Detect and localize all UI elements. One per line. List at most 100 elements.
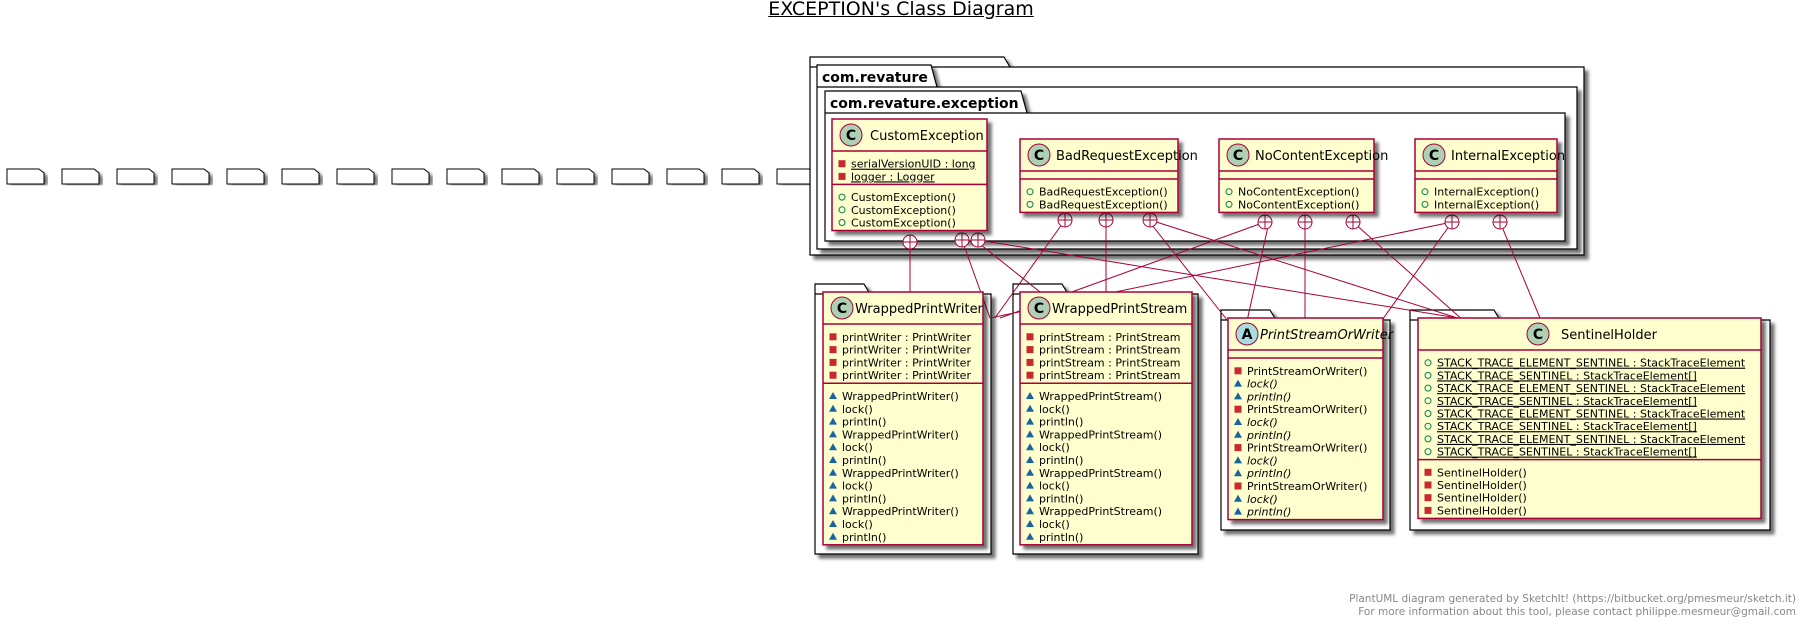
class-icon [1027,143,1051,167]
empty-package-tab [61,168,100,185]
package-private-icon [1234,418,1242,425]
class-method: lock() [1247,493,1278,506]
class-method: println() [1246,390,1291,403]
class-method: WrappedPrintWriter() [842,428,959,441]
package-private-icon [1026,494,1034,502]
package-private-icon [1234,379,1242,387]
class-badge-letter: C [1429,148,1439,164]
public-icon [1026,200,1034,208]
class-method: lock() [1247,416,1278,429]
class-field: printStream : PrintStream [1039,356,1180,369]
nesting-link [961,239,991,319]
class-method: println() [842,454,886,467]
package-private-icon [1026,532,1034,540]
nesting-marker [1492,214,1508,230]
class-box [1019,291,1193,546]
class-method: PrintStreamOrWriter() [1247,442,1367,455]
package-com-revature-label: com.revature [822,70,928,86]
class-field: printStream : PrintStream [1039,369,1180,382]
class-field: logger : Logger [851,170,935,183]
class-method: InternalException() [1434,198,1539,211]
private-icon [1424,494,1432,502]
footer: PlantUML diagram generated by SketchIt! … [1349,593,1796,619]
nesting-marker [970,232,986,248]
class-method: println() [1039,492,1083,505]
class-badge-letter: C [837,301,847,317]
nesting-link [994,219,1066,319]
class-method: lock() [842,480,873,493]
private-icon [829,371,837,379]
class-method: PrintStreamOrWriter() [1247,480,1367,493]
nesting-link [977,239,1471,321]
class-badge-letter: C [1233,148,1243,164]
empty-package-tab [556,168,595,185]
class-field: STACK_TRACE_SENTINEL : StackTraceElement… [1437,420,1697,433]
package-private-icon [829,417,837,425]
class-badge-letter: C [1034,301,1044,317]
public-icon [1424,359,1432,367]
class-box [822,291,984,546]
public-icon [1026,188,1034,196]
package-private-icon [1234,507,1242,515]
empty-package-tab [611,168,650,185]
class-method: lock() [1039,441,1070,454]
nesting-link [1147,219,1236,331]
nesting-marker [1142,212,1158,228]
package-private-icon [1026,481,1034,489]
class-method: lock() [1247,378,1278,391]
class-method: BadRequestException() [1039,186,1168,199]
class-method: println() [1246,467,1291,480]
class-method: println() [1039,454,1083,467]
class-name: BadRequestException [1056,149,1198,164]
private-icon [1026,333,1034,341]
nesting-marker [1057,212,1073,228]
package-private-icon [1026,430,1034,438]
class-name: SentinelHolder [1561,328,1658,343]
footer-line-1: PlantUML diagram generated by SketchIt! … [1349,593,1796,605]
package-private-icon [1026,404,1034,412]
package-private-icon [829,430,837,438]
class-method: NoContentException() [1238,198,1359,211]
class-field: printWriter : PrintWriter [842,356,971,369]
public-icon [1421,200,1429,208]
nesting-link [1374,221,1453,331]
package-private-icon [1026,507,1034,515]
empty-package-tab [666,168,705,185]
footer-line-2: For more information about this tool, pl… [1358,606,1796,618]
class-method: WrappedPrintStream() [1039,428,1162,441]
private-icon [1234,367,1242,375]
class-field: STACK_TRACE_SENTINEL : StackTraceElement… [1437,369,1697,382]
class-field: printWriter : PrintWriter [842,331,971,344]
class-method: println() [842,492,886,505]
public-icon [838,219,846,226]
class-method: WrappedPrintWriter() [842,390,959,403]
public-icon [1225,200,1233,208]
private-icon [1026,346,1034,354]
class-method: SentinelHolder() [1437,504,1527,517]
package-private-icon [1026,468,1034,476]
class-method: lock() [842,518,873,531]
class-method: PrintStreamOrWriter() [1247,403,1367,416]
empty-package-tab [116,168,155,185]
package-private-icon [1026,456,1034,463]
class-badge-letter: C [1533,327,1543,343]
class-method: println() [1246,506,1291,519]
private-icon [829,346,837,354]
class-method: WrappedPrintStream() [1039,390,1162,403]
public-icon [1424,371,1432,379]
class-method: WrappedPrintStream() [1039,505,1162,518]
class-badge-letter: A [1242,327,1253,343]
private-icon [1026,358,1034,366]
private-icon [838,160,846,168]
class-name: WrappedPrintWriter [855,302,984,317]
empty-package-row [6,168,815,185]
class-field: printStream : PrintStream [1039,344,1180,357]
nesting-link [1244,221,1270,331]
package-private-icon [829,392,837,399]
public-icon [1424,448,1432,456]
empty-package-tab [776,168,815,185]
nesting-marker [1444,214,1460,230]
class-field: printWriter : PrintWriter [842,344,971,357]
